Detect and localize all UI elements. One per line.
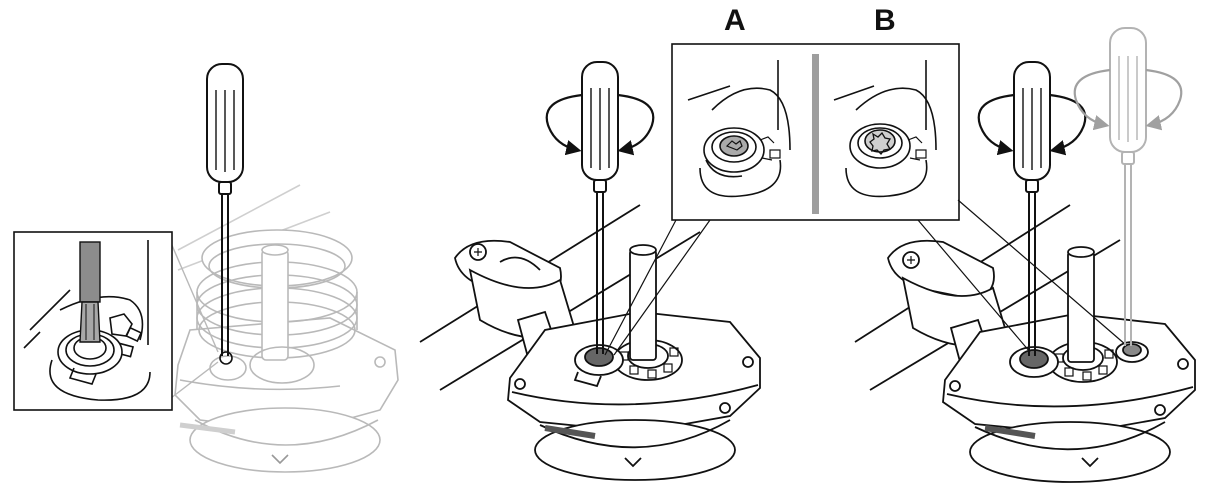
detail-label-b: B bbox=[874, 4, 896, 37]
detail-b-illustration bbox=[833, 60, 937, 198]
step-1-panel bbox=[174, 184, 399, 473]
rotation-arrow-icon bbox=[1073, 68, 1183, 131]
magnified-inset-left bbox=[13, 231, 173, 411]
screwdriver-ghost-icon bbox=[1109, 27, 1147, 346]
screwdriver-icon bbox=[581, 61, 619, 354]
detail-label-a: A bbox=[724, 4, 746, 37]
step-2-panel bbox=[419, 204, 761, 481]
rotation-arrow-icon bbox=[977, 93, 1087, 156]
screwdriver-bit bbox=[79, 241, 101, 303]
screwdriver-icon bbox=[1013, 61, 1051, 356]
detail-callout-box bbox=[671, 43, 960, 221]
step-3-panel bbox=[854, 204, 1196, 483]
inset-leader-line bbox=[170, 361, 219, 399]
inset-leader-line bbox=[170, 242, 219, 353]
callout-leader-lines bbox=[917, 199, 1127, 353]
cable-clamp bbox=[454, 239, 577, 367]
detail-a-illustration bbox=[687, 60, 791, 198]
screwdriver-icon bbox=[206, 63, 244, 356]
housing-faded bbox=[174, 317, 399, 473]
callout-leader-lines bbox=[604, 219, 711, 356]
ring-stack-faded bbox=[196, 229, 358, 384]
rotation-arrow-icon bbox=[545, 93, 655, 156]
callout-divider bbox=[812, 54, 819, 214]
torx-screw-icon bbox=[219, 351, 233, 365]
